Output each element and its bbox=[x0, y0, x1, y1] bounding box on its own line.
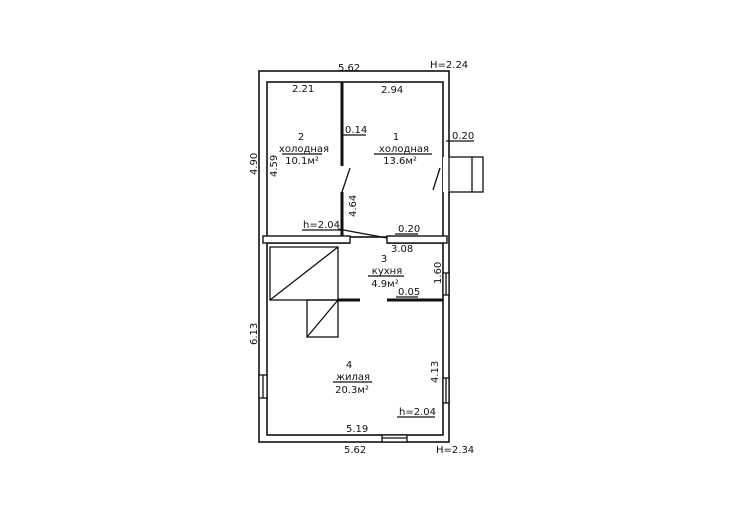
leader-lines bbox=[282, 134, 474, 418]
dim-room2-width: 2.21 bbox=[292, 84, 314, 95]
dim-top-height: H=2.24 bbox=[430, 60, 468, 71]
room-number: 3 bbox=[381, 254, 387, 265]
room-number: 1 bbox=[393, 132, 399, 143]
door-swing-middle bbox=[337, 228, 388, 239]
dim-kitchen-width: 3.08 bbox=[391, 244, 413, 255]
room-name: холодная bbox=[379, 144, 429, 155]
room-number: 2 bbox=[298, 132, 304, 143]
outer-walls bbox=[258, 70, 450, 443]
entrance-porch bbox=[432, 156, 484, 193]
middle-wall-right bbox=[386, 235, 448, 244]
dim-room4-width: 5.19 bbox=[346, 424, 368, 435]
dim-top-total: 5.62 bbox=[338, 63, 360, 74]
dim-left-lower: 6.13 bbox=[249, 323, 260, 345]
dim-room4-depth: 4.13 bbox=[430, 361, 441, 383]
dim-partition: 0.14 bbox=[345, 125, 367, 136]
room-area: 4.9м² bbox=[371, 279, 398, 290]
room-area: 10.1м² bbox=[285, 156, 319, 167]
room-name: кухня bbox=[372, 266, 402, 277]
room-label-4: 4 жилая 20.3м² bbox=[335, 360, 370, 396]
room-area: 20.3м² bbox=[335, 385, 369, 396]
room-area: 13.6м² bbox=[383, 156, 417, 167]
dim-room1-width: 2.94 bbox=[381, 85, 403, 96]
room-number: 4 bbox=[346, 360, 352, 371]
room-name: холодная bbox=[279, 144, 329, 155]
room-label-3: 3 кухня 4.9м² bbox=[371, 254, 402, 290]
dim-room1-depth: 4.64 bbox=[348, 195, 359, 217]
dim-bottom-height: H=2.34 bbox=[436, 445, 474, 456]
door-swing-partition bbox=[341, 167, 351, 193]
dim-left-upper: 4.90 bbox=[249, 153, 260, 175]
room-label-2: 2 холодная 10.1м² bbox=[279, 132, 329, 167]
dim-bottom-total: 5.62 bbox=[344, 445, 366, 456]
dim-kitchen-partition: 0.05 bbox=[398, 287, 420, 298]
middle-wall-left bbox=[262, 235, 351, 244]
dim-ceiling-lower: h=2.04 bbox=[399, 407, 436, 418]
stove bbox=[269, 246, 339, 338]
room-label-1: 1 холодная 13.6м² bbox=[379, 132, 429, 167]
dim-ceiling-upper: h=2.04 bbox=[303, 220, 340, 231]
dim-porch-wall: 0.20 bbox=[452, 131, 474, 142]
windows bbox=[258, 272, 450, 443]
dim-kitchen-depth: 1.60 bbox=[433, 262, 444, 284]
dim-room2-depth: 4.59 bbox=[269, 155, 280, 177]
room-name: жилая bbox=[336, 372, 370, 383]
dim-door-wall: 0.20 bbox=[398, 224, 420, 235]
